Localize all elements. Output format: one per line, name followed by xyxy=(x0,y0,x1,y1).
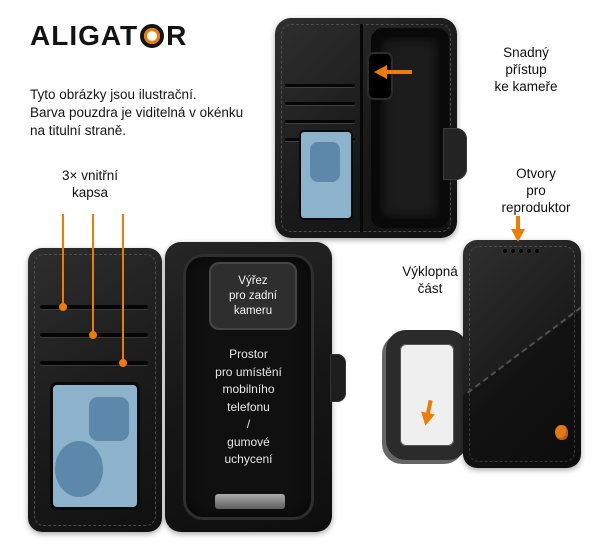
wallet-case-pockets-view xyxy=(28,248,162,532)
callout-inner-pockets: 3× vnitřní kapsa xyxy=(62,168,118,200)
arrow-shaft xyxy=(516,216,520,230)
card-slot xyxy=(285,120,355,123)
speaker-hole-dot xyxy=(535,249,539,253)
aligator-emblem-icon xyxy=(555,425,568,440)
case-fold-divider xyxy=(360,24,363,232)
speaker-holes xyxy=(503,249,539,253)
rear-camera-cutout-label: Výřez pro zadní kameru xyxy=(209,262,297,330)
callout-flip-part: Výklopná část xyxy=(402,264,458,296)
card-graphic xyxy=(55,441,103,497)
card-slot xyxy=(40,361,148,365)
pocket-pointer-line xyxy=(62,214,64,305)
aligator-logo: ALIGAT R xyxy=(30,20,187,52)
pocket-marker-dot xyxy=(119,359,127,367)
pocket-pointer-line xyxy=(92,214,94,333)
logo-o-icon xyxy=(140,24,165,48)
callout-speaker-holes: Otvory pro reproduktor xyxy=(501,166,571,215)
speaker-hole-dot xyxy=(527,249,531,253)
card-graphic xyxy=(89,397,129,441)
callout-camera-access: Snadný přístup ke kameře xyxy=(494,45,558,94)
card-graphic xyxy=(310,142,340,182)
id-card-window xyxy=(50,382,140,510)
case-back-view xyxy=(463,240,581,468)
card-slot xyxy=(285,102,355,105)
card-slot xyxy=(285,84,355,87)
logo-text-prefix: ALIGAT xyxy=(30,20,139,51)
rubber-holder-strip xyxy=(215,494,285,509)
card-slot xyxy=(40,305,148,309)
arrow-head xyxy=(511,229,525,242)
phone-space-label: Prostor pro umístění mobilního telefonu … xyxy=(215,347,282,466)
speaker-hole-dot xyxy=(519,249,523,253)
speaker-hole-dot xyxy=(503,249,507,253)
arrow-shaft xyxy=(386,70,412,74)
pocket-pointer-line xyxy=(122,214,124,361)
logo-text-suffix: R xyxy=(166,20,188,51)
case-interior-view: Výřez pro zadní kameru Prostor pro umíst… xyxy=(165,242,346,532)
intro-note: Tyto obrázky jsou ilustrační. Barva pouz… xyxy=(30,87,244,138)
speaker-hole-dot xyxy=(511,249,515,253)
wallet-case-top-view xyxy=(275,18,467,238)
arrow-head xyxy=(374,65,387,79)
pocket-marker-dot xyxy=(89,331,97,339)
camera-access-arrow-icon xyxy=(374,65,414,79)
magnetic-clasp xyxy=(330,354,346,402)
pocket-marker-dot xyxy=(59,303,67,311)
speaker-holes-arrow-icon xyxy=(511,216,525,242)
magnetic-clasp xyxy=(443,128,467,180)
flip-out-frame xyxy=(386,330,468,460)
arrow-head xyxy=(418,411,435,428)
blue-card xyxy=(299,130,353,220)
camera-opening xyxy=(367,52,393,100)
